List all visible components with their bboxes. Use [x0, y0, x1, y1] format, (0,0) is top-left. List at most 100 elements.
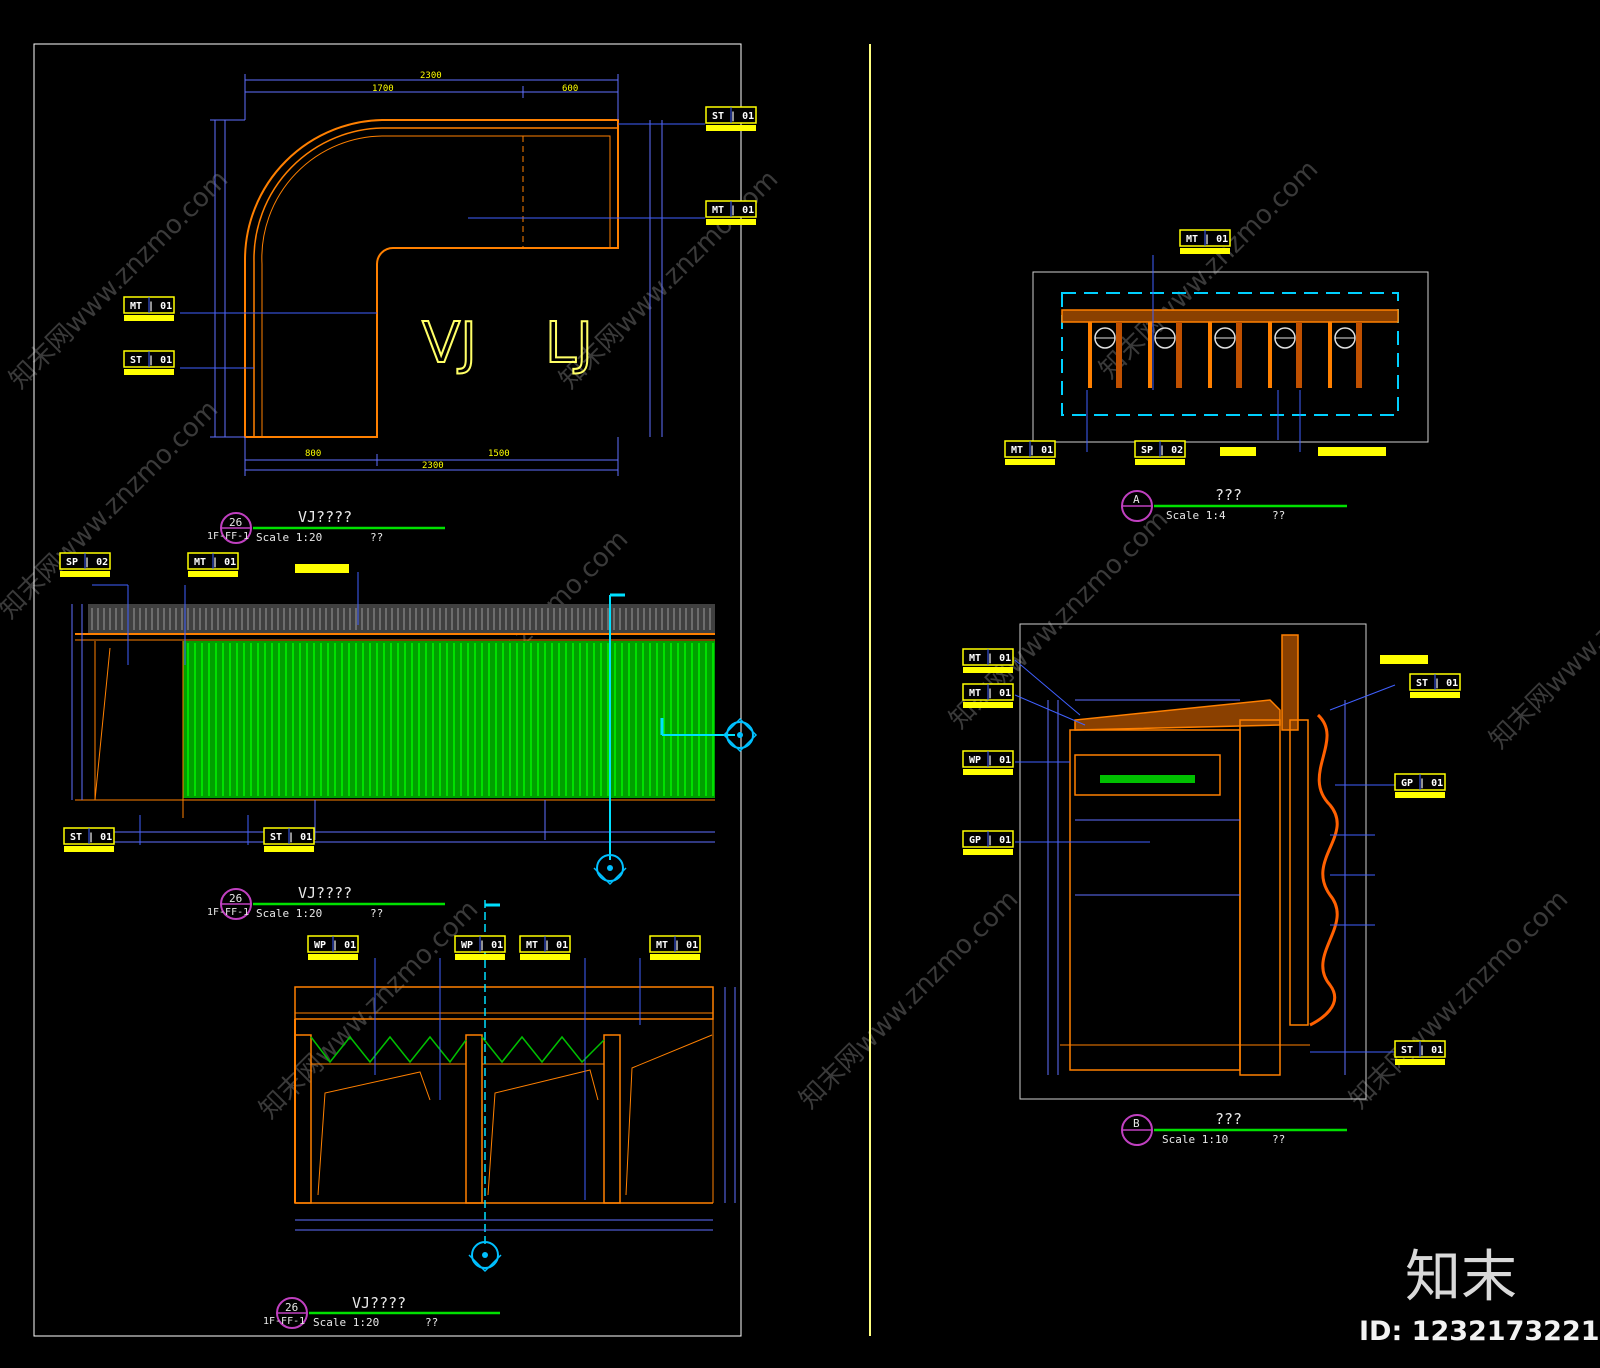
view-title-v2: 26 1F-FF-1 VJ???? Scale 1:20 ??: [207, 884, 445, 920]
material-tag-fill: [1395, 1059, 1445, 1065]
material-tag-fill: [264, 846, 314, 852]
material-tag-fill: [963, 769, 1013, 775]
material-tag-code: WP | 01: [969, 755, 1011, 766]
detail-a-view: [1032, 255, 1429, 452]
green-slat-lines: [187, 643, 714, 796]
material-tag: ST | 01: [263, 827, 315, 852]
material-tag-code: MT | 01: [526, 940, 568, 951]
counter-edge-line: [253, 127, 618, 437]
door-swing: [317, 1071, 431, 1196]
detail-b-back-panel: [1239, 719, 1281, 1076]
material-tag-code: MT | 01: [969, 653, 1011, 664]
view-scale: Scale 1:4: [1166, 509, 1226, 522]
material-tag-code: ST | 01: [712, 111, 754, 122]
material-tag-fill: [650, 954, 700, 960]
material-tag-fill: [963, 849, 1013, 855]
material-tag: SP | 02: [1134, 440, 1186, 465]
view-title: VJ????: [298, 508, 352, 526]
material-tag-fill: [1410, 692, 1460, 698]
counter-outline: [244, 119, 619, 438]
material-tag-code: GP | 01: [1401, 778, 1443, 789]
detail-b-top-slab: [1074, 699, 1281, 731]
front-elevation-view: [71, 572, 758, 886]
detail-a-post: [1176, 322, 1182, 388]
material-tag-fill: [124, 369, 174, 375]
plan-letter-lj: LJ: [545, 311, 593, 376]
material-tag: MT | 01: [962, 648, 1014, 673]
elevation-leaders: [92, 572, 359, 845]
material-tag: ST | 01: [1394, 1040, 1446, 1065]
detail-b-dimension-lines: [1047, 699, 1346, 1075]
material-tag: MT | 01: [649, 935, 701, 960]
bracing-zigzag: [481, 1035, 605, 1064]
section-marker-a: [722, 717, 758, 753]
watermark-text: 知末网www.znzmo.com: [254, 894, 485, 1125]
cabinet-post: [465, 1034, 483, 1204]
view-note: ??: [1272, 1133, 1285, 1146]
cabinet-top: [294, 986, 714, 1020]
view-symbol-sheet: 1F-FF-1: [263, 1316, 305, 1327]
view-symbol-number: 26: [229, 516, 242, 529]
detail-a-post: [1088, 322, 1092, 388]
note-marker-bar: [1220, 447, 1256, 456]
plan-dim-top-right: 600: [562, 84, 578, 94]
plan-dim-bottom-right: 1500: [488, 449, 510, 459]
cabinet-leaders: [374, 958, 641, 1200]
watermark-text: 知末网www.znzmo.com: [794, 884, 1025, 1115]
material-tag: MT | 01: [962, 683, 1014, 708]
material-tag-fill: [455, 954, 505, 960]
detail-a-post: [1356, 322, 1362, 388]
detail-a-top-rail: [1061, 309, 1399, 323]
plan-view: 2300 1700 600 2300 800 1500 VJ LJ: [180, 71, 705, 476]
view-scale: Scale 1:20: [313, 1316, 379, 1329]
counter-inner-line: [261, 135, 611, 437]
plan-dim-bottom-left: 800: [305, 449, 321, 459]
view-title: ???: [1215, 486, 1242, 504]
material-tag-fill: [963, 702, 1013, 708]
view-title: VJ????: [352, 1294, 406, 1312]
material-tag: MT | 01: [1179, 229, 1231, 254]
material-tag-code: ST | 01: [270, 832, 312, 843]
material-tag: ST | 01: [705, 106, 757, 131]
view-symbol-number: 26: [229, 892, 242, 905]
cabinet-elevation-view: [294, 900, 736, 1273]
material-tag: GP | 01: [1394, 773, 1446, 798]
view-symbol-letter: A: [1133, 493, 1140, 506]
plan-dim-top-total: 2300: [420, 71, 442, 81]
view-title-v3: 26 1F-FF-1 VJ???? Scale 1:20 ??: [263, 1294, 500, 1329]
plan-dim-top-left: 1700: [372, 84, 394, 94]
material-tag-fill: [706, 219, 756, 225]
view-scale: Scale 1:20: [256, 907, 322, 920]
section-marker-b: [593, 854, 627, 886]
material-tag-code: ST | 01: [70, 832, 112, 843]
watermark-text: 知末网www.znzmo.com: [1484, 524, 1600, 755]
left-sheet-frame: [33, 43, 742, 1337]
detail-b-frame: [1019, 623, 1367, 1100]
view-symbol-number: 26: [285, 1301, 298, 1314]
detail-a-leaders: [1086, 255, 1301, 452]
material-tag-code: MT | 01: [712, 205, 754, 216]
plan-leaders: [180, 123, 705, 369]
view-note: ??: [1272, 509, 1285, 522]
detail-b-upstand: [1281, 634, 1299, 731]
material-tag: MT | 01: [519, 935, 571, 960]
material-tag-fill: [706, 125, 756, 131]
watermark-text: 知末网www.znzmo.com: [4, 164, 235, 395]
material-tag-fill: [1135, 459, 1185, 465]
view-title-vA: A ??? Scale 1:4 ??: [1121, 486, 1347, 522]
detail-a-post: [1236, 322, 1242, 388]
detail-b-drawer-insert: [1100, 775, 1195, 783]
material-tag-code: MT | 01: [194, 557, 236, 568]
detail-b-leaders: [1014, 659, 1396, 1053]
cabinet-post: [294, 1034, 312, 1204]
material-tag: ST | 01: [123, 350, 175, 375]
material-tag-fill: [963, 667, 1013, 673]
view-scale: Scale 1:20: [256, 531, 322, 544]
view-symbol-sheet: 1F-FF-1: [207, 907, 249, 918]
material-tag: ST | 01: [63, 827, 115, 852]
detail-a-post: [1208, 322, 1212, 388]
material-tag: GP | 01: [962, 830, 1014, 855]
view-note: ??: [425, 1316, 438, 1329]
detail-a-columns: [1088, 322, 1362, 388]
door-swing: [625, 1034, 713, 1196]
